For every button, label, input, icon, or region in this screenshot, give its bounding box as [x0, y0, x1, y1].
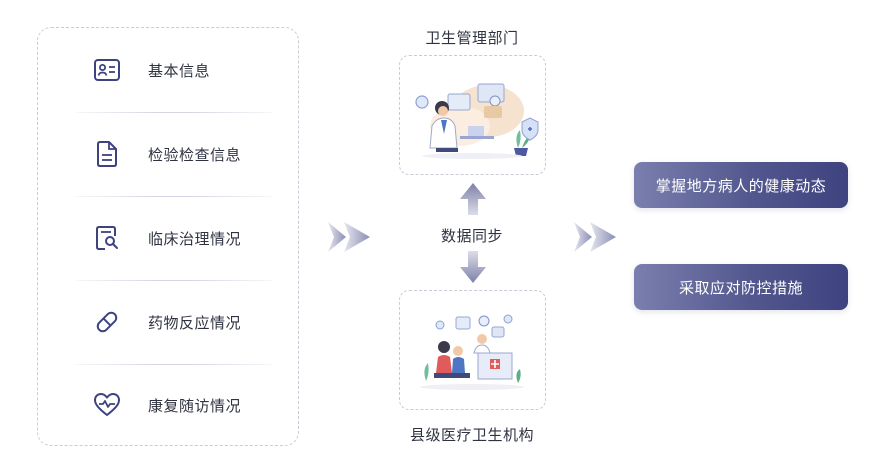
divider	[76, 196, 272, 197]
info-item-label: 基本信息	[148, 61, 211, 80]
info-item-clinical: 临床治理情况	[38, 196, 298, 280]
health-department-illustration	[399, 55, 546, 175]
divider	[76, 280, 272, 281]
info-item-label: 药物反应情况	[148, 313, 242, 332]
arrow-down-icon	[460, 251, 486, 283]
county-medical-institution-illustration	[399, 290, 546, 410]
info-categories-panel: 基本信息 检验检查信息 临床治理情况	[37, 27, 299, 446]
double-chevron-right-icon	[328, 222, 370, 252]
info-item-basic: 基本信息	[38, 28, 298, 112]
info-item-exam: 检验检查信息	[38, 112, 298, 196]
result-health-dynamics: 掌握地方病人的健康动态	[634, 162, 848, 208]
search-report-icon	[93, 224, 121, 252]
pill-icon	[93, 308, 121, 336]
data-sync-label: 数据同步	[440, 227, 503, 245]
info-item-label: 临床治理情况	[148, 229, 242, 248]
result-prevention-measures: 采取应对防控措施	[634, 264, 848, 310]
arrow-up-icon	[460, 183, 486, 215]
document-icon	[93, 140, 121, 168]
id-card-icon	[93, 56, 121, 84]
info-item-rehab: 康复随访情况	[38, 363, 298, 447]
double-chevron-right-icon	[574, 222, 616, 252]
info-item-label: 康复随访情况	[148, 396, 242, 415]
divider	[76, 112, 272, 113]
health-department-label: 卫生管理部门	[425, 29, 519, 47]
divider	[76, 364, 272, 365]
heart-pulse-icon	[93, 391, 121, 419]
county-medical-institution-label: 县级医疗卫生机构	[409, 426, 534, 444]
info-item-label: 检验检查信息	[148, 145, 242, 164]
info-item-drug-reaction: 药物反应情况	[38, 280, 298, 364]
